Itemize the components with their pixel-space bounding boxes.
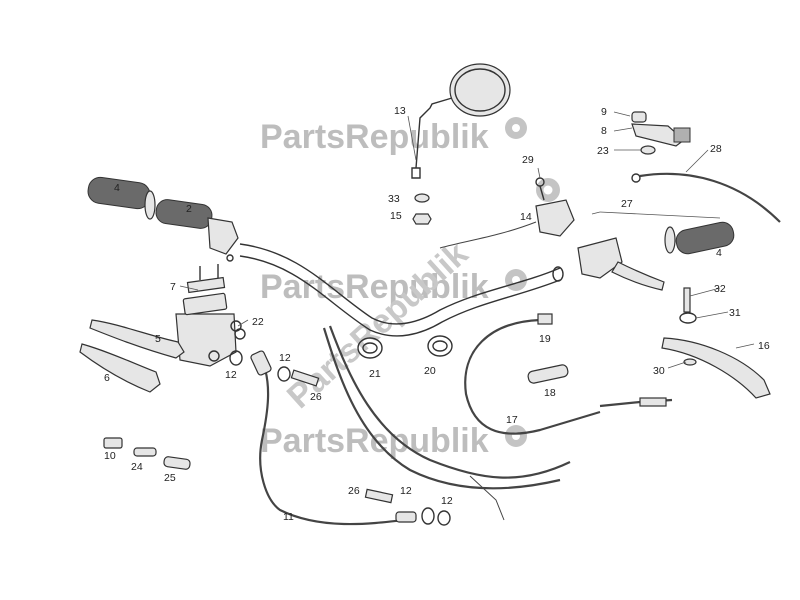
switch-14 — [439, 177, 575, 249]
callout-32: 32 — [714, 283, 726, 295]
callout-26-a: 26 — [310, 391, 322, 403]
callout-12-c: 12 — [400, 485, 412, 497]
callout-30: 30 — [653, 365, 665, 377]
callout-22: 22 — [252, 316, 264, 328]
callout-6: 6 — [104, 372, 110, 384]
cable-28 — [631, 172, 781, 223]
throttle-grip — [155, 199, 239, 262]
washer-12a — [229, 350, 243, 366]
bolt-26a — [290, 369, 320, 387]
callout-27: 27 — [621, 198, 633, 210]
callout-33: 33 — [388, 193, 400, 205]
callout-28: 28 — [710, 143, 722, 155]
adjuster-18 — [527, 364, 569, 384]
watermark-gear-icon — [505, 269, 527, 291]
bracket-8 — [631, 123, 691, 147]
grip-right — [664, 221, 735, 255]
callout-25: 25 — [164, 472, 176, 484]
lever-holder-27 — [577, 237, 665, 291]
callout-4-left: 4 — [114, 182, 120, 194]
leader-lines — [179, 111, 755, 369]
washer-12b — [277, 366, 291, 382]
callout-24: 24 — [131, 461, 143, 473]
callout-26-b: 26 — [348, 485, 360, 497]
callout-4-right: 4 — [716, 247, 722, 259]
watermark-bottom: PartsRepublik — [260, 422, 527, 460]
cable-17 — [599, 397, 673, 408]
callout-19: 19 — [539, 333, 551, 345]
watermark-gear-icon — [505, 117, 527, 139]
clamp-21 — [357, 337, 383, 359]
washer-12c — [421, 507, 435, 525]
callout-12-a: 12 — [225, 369, 237, 381]
callout-13: 13 — [394, 105, 406, 117]
watermark-text: PartsRepublik — [260, 268, 489, 306]
callout-5: 5 — [155, 333, 161, 345]
callout-12-b: 12 — [279, 352, 291, 364]
callout-23: 23 — [597, 145, 609, 157]
callout-16: 16 — [758, 340, 770, 352]
brake-lever-5 — [89, 319, 185, 359]
brake-hose-11 — [250, 350, 417, 526]
callout-17: 17 — [506, 414, 518, 426]
nut-30 — [683, 358, 697, 366]
callout-14: 14 — [520, 211, 532, 223]
screw-10 — [103, 437, 123, 449]
callout-10: 10 — [104, 450, 116, 462]
lever-16 — [661, 337, 771, 399]
bolt-26b — [364, 488, 394, 504]
bolt-32 — [683, 287, 691, 313]
callout-20: 20 — [424, 365, 436, 377]
fitting-24 — [133, 447, 157, 457]
washer-23 — [640, 145, 656, 155]
callout-9: 9 — [601, 106, 607, 118]
boot-25 — [163, 456, 191, 470]
watermark-top: PartsRepublik — [260, 117, 527, 156]
watermark-text: PartsRepublik — [280, 235, 475, 416]
callout-2: 2 — [186, 203, 192, 215]
cap-9 — [631, 111, 647, 123]
callout-8: 8 — [601, 125, 607, 137]
watermark-text: PartsRepublik — [260, 118, 489, 156]
callout-12-d: 12 — [441, 495, 453, 507]
washer-12d — [437, 510, 451, 526]
throttle-cables — [322, 325, 571, 521]
callout-18: 18 — [544, 387, 556, 399]
nut-33 — [414, 193, 430, 203]
master-cylinder — [175, 264, 246, 367]
cable-19 — [464, 313, 601, 435]
callout-29: 29 — [522, 154, 534, 166]
clamp-6 — [79, 343, 161, 393]
watermark-diagonal-gear-icon — [536, 178, 560, 202]
callout-7: 7 — [170, 281, 176, 293]
callout-15: 15 — [390, 210, 402, 222]
spring-31 — [679, 312, 697, 324]
clamp-20 — [427, 335, 453, 357]
mirror — [411, 63, 511, 179]
callout-numbers: 13 9 8 23 28 29 4 2 33 15 14 27 4 7 22 5… — [104, 105, 770, 523]
callout-21: 21 — [369, 368, 381, 380]
watermark-text: PartsRepublik — [260, 422, 489, 460]
watermark-middle: PartsRepublik — [260, 268, 527, 306]
grip-left — [87, 176, 156, 220]
handlebar — [239, 243, 564, 337]
callout-31: 31 — [729, 307, 741, 319]
nut-15 — [412, 213, 432, 225]
watermark-diagonal: PartsRepublik — [280, 235, 475, 416]
callout-11: 11 — [283, 511, 294, 523]
watermark-gear-icon — [505, 425, 527, 447]
